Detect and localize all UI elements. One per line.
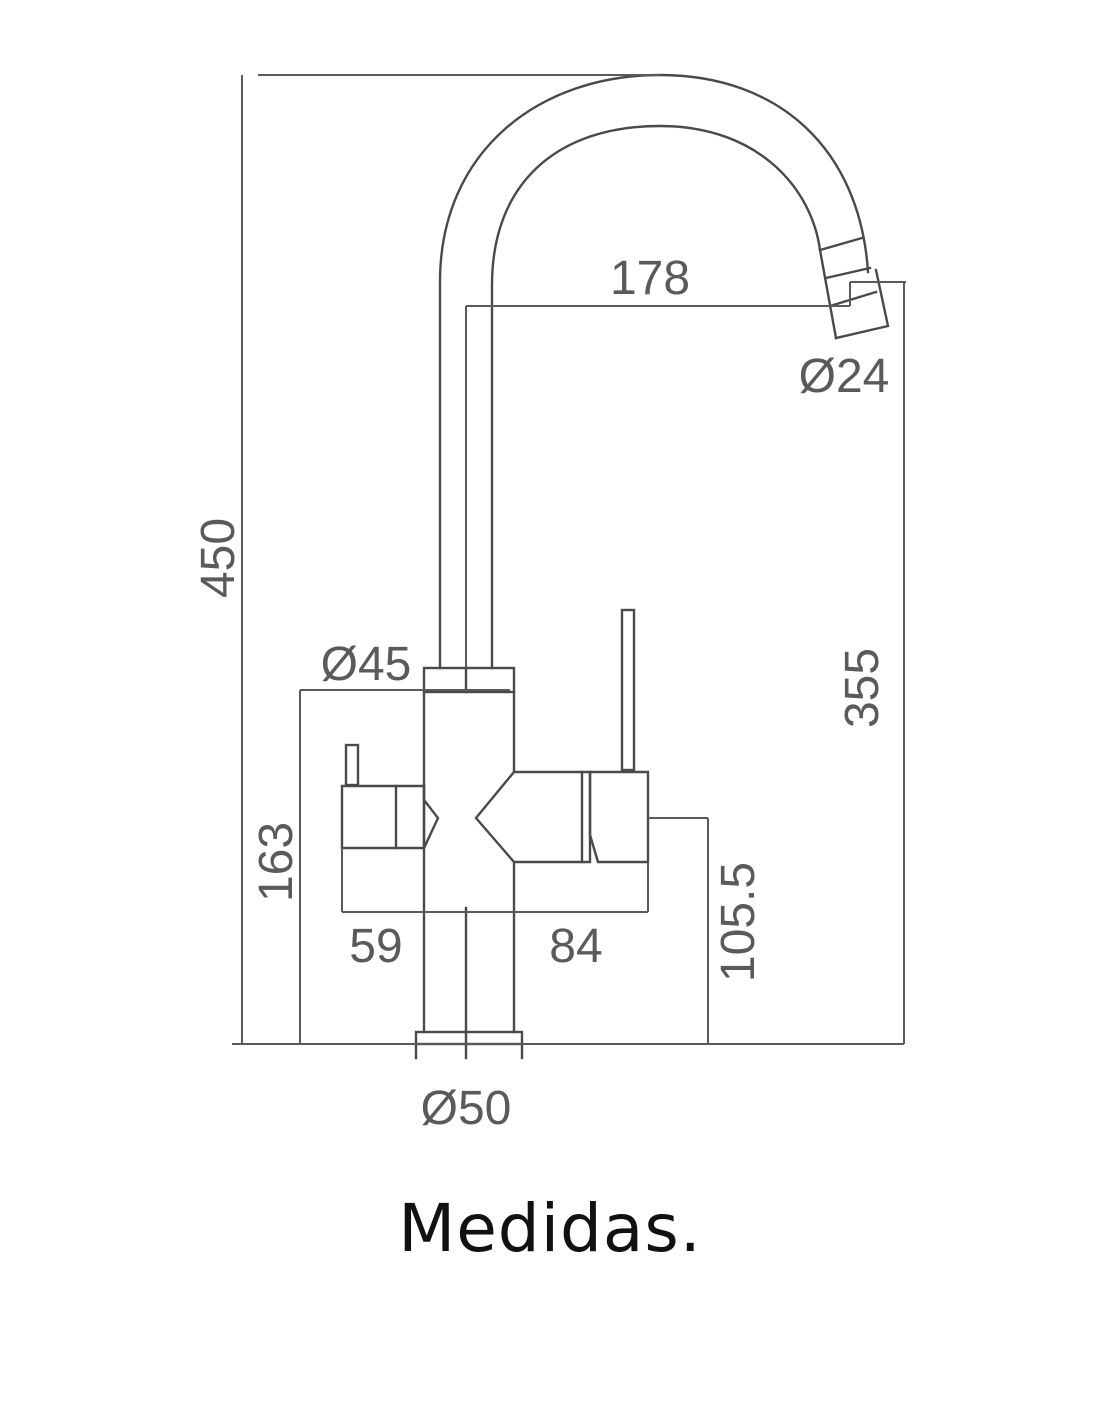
spout-nozzle [818,236,890,340]
faucet-outline [340,73,890,1060]
right-handle [474,608,650,864]
dim-spout-reach-label: 178 [610,252,690,305]
caption: Medidas. [398,1190,702,1267]
base-ring [414,1030,524,1046]
dim-handle-height-label: 163 [250,822,303,902]
dimension-lines [232,74,906,1045]
spout-inner [490,124,822,670]
dim-spout-height-label: 355 [836,648,889,728]
dim-right-reach-label: 84 [549,920,602,973]
dim-left-reach-label: 59 [349,920,402,973]
dim-base-diameter-label: Ø50 [421,1082,512,1135]
dim-body-diameter-label: Ø45 [321,638,412,691]
dim-spout-diameter-label: Ø24 [799,350,890,403]
nozzle-left-edge [818,248,838,340]
dim-total-height-label: 450 [192,518,245,598]
dim-right-handle-height-label: 105.5 [712,862,765,982]
body-cap [422,666,516,694]
